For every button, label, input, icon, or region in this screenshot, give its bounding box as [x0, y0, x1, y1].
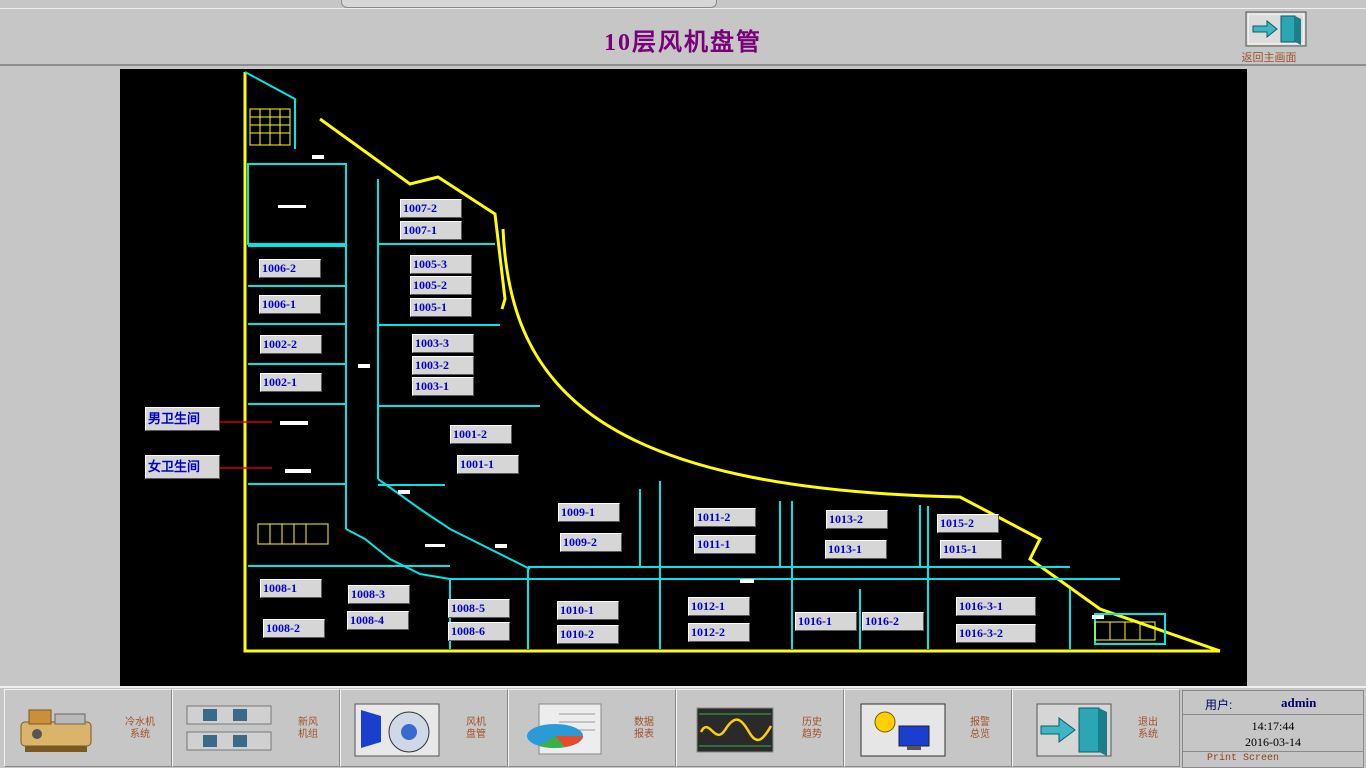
navigation-bar: 冷水机 系统 新风 机组 风机 盘管 [0, 686, 1366, 768]
nav-fresh-air-label: 新风 机组 [298, 717, 318, 740]
door-exit-icon [1245, 11, 1307, 47]
floor-plan-walls [220, 71, 1221, 653]
nav-alarm-label: 报警 总览 [970, 717, 990, 740]
nav-exit-label: 退出 系统 [1138, 717, 1158, 740]
room-1003-2[interactable]: 1003-2 [412, 356, 474, 375]
room-1005-1[interactable]: 1005-1 [410, 298, 472, 317]
status-panel: 用户: admin 14:17:44 2016-03-14 Print Scre… [1182, 690, 1364, 768]
room-1005-2[interactable]: 1005-2 [410, 276, 472, 295]
nav-report-button[interactable]: 数据 报表 [508, 689, 676, 767]
room-1011-2[interactable]: 1011-2 [694, 508, 756, 527]
room-1002-2[interactable]: 1002-2 [260, 335, 322, 354]
room-1010-1[interactable]: 1010-1 [557, 601, 619, 620]
female-restroom-label[interactable]: 女卫生间 [145, 455, 220, 479]
room-1012-2[interactable]: 1012-2 [688, 623, 750, 642]
room-1009-2[interactable]: 1009-2 [560, 533, 622, 552]
room-1013-2[interactable]: 1013-2 [826, 510, 888, 529]
room-1012-1[interactable]: 1012-1 [688, 597, 750, 616]
nav-alarm-button[interactable]: 报警 总览 [844, 689, 1012, 767]
user-name: admin [1281, 695, 1317, 710]
room-1007-1[interactable]: 1007-1 [400, 221, 462, 240]
user-label: 用户: [1205, 698, 1233, 712]
nav-chiller-label: 冷水机 系统 [125, 717, 155, 740]
nav-fresh-air-button[interactable]: 新风 机组 [172, 689, 340, 767]
room-1016-2[interactable]: 1016-2 [862, 612, 924, 631]
return-main-button[interactable]: 返回主画面 [1230, 11, 1308, 65]
exit-icon [1036, 703, 1112, 757]
room-1007-2[interactable]: 1007-2 [400, 199, 462, 218]
room-1003-3[interactable]: 1003-3 [412, 334, 474, 353]
nav-report-label: 数据 报表 [634, 717, 654, 740]
room-1006-2[interactable]: 1006-2 [259, 259, 321, 278]
window-top-tab [341, 0, 717, 8]
nav-trend-button[interactable]: 历史 趋势 [676, 689, 844, 767]
room-1011-1[interactable]: 1011-1 [694, 535, 756, 554]
room-1003-1[interactable]: 1003-1 [412, 377, 474, 396]
nav-fan-coil-label: 风机 盘管 [466, 717, 486, 740]
print-screen-button[interactable]: Print Screen [1183, 751, 1363, 767]
header-bar: 10层风机盘管 返回主画面 [0, 8, 1366, 66]
room-1009-1[interactable]: 1009-1 [558, 503, 620, 522]
nav-exit-button[interactable]: 退出 系统 [1012, 689, 1180, 767]
room-1008-2[interactable]: 1008-2 [263, 619, 325, 638]
room-1010-2[interactable]: 1010-2 [557, 625, 619, 644]
room-1016-3-1[interactable]: 1016-3-1 [956, 597, 1036, 616]
clock-time: 14:17:44 [1251, 719, 1295, 733]
return-main-label: 返回主画面 [1241, 52, 1297, 64]
clock-date: 2016-03-14 [1245, 735, 1301, 749]
room-1015-1[interactable]: 1015-1 [940, 540, 1002, 559]
room-1008-3[interactable]: 1008-3 [348, 585, 410, 604]
room-1008-4[interactable]: 1008-4 [347, 611, 409, 630]
alarm-icon [860, 703, 946, 757]
room-1013-1[interactable]: 1013-1 [825, 540, 887, 559]
floor-plan-canvas: 1007-2 1007-1 1005-3 1005-2 1005-1 1006-2 1006… [120, 69, 1247, 686]
report-icon [527, 703, 602, 755]
room-1002-1[interactable]: 1002-1 [260, 373, 322, 392]
trend-icon [696, 707, 774, 753]
room-1001-1[interactable]: 1001-1 [457, 455, 519, 474]
chiller-icon [20, 709, 92, 752]
room-1015-2[interactable]: 1015-2 [937, 514, 999, 533]
nav-trend-label: 历史 趋势 [802, 717, 822, 740]
room-1001-2[interactable]: 1001-2 [450, 425, 512, 444]
male-restroom-label[interactable]: 男卫生间 [145, 407, 220, 431]
user-row: 用户: admin [1183, 691, 1363, 715]
room-1016-1[interactable]: 1016-1 [795, 612, 857, 631]
fresh-air-unit-icon [186, 705, 272, 751]
fan-coil-icon [354, 703, 440, 757]
room-1016-3-2[interactable]: 1016-3-2 [956, 624, 1036, 643]
nav-chiller-button[interactable]: 冷水机 系统 [4, 689, 172, 767]
room-1008-5[interactable]: 1008-5 [448, 599, 510, 618]
room-1008-6[interactable]: 1008-6 [448, 622, 510, 641]
page-title: 10层风机盘管 [604, 30, 762, 56]
room-1008-1[interactable]: 1008-1 [260, 579, 322, 598]
room-1006-1[interactable]: 1006-1 [259, 295, 321, 314]
room-1005-3[interactable]: 1005-3 [410, 255, 472, 274]
nav-fan-coil-button[interactable]: 风机 盘管 [340, 689, 508, 767]
